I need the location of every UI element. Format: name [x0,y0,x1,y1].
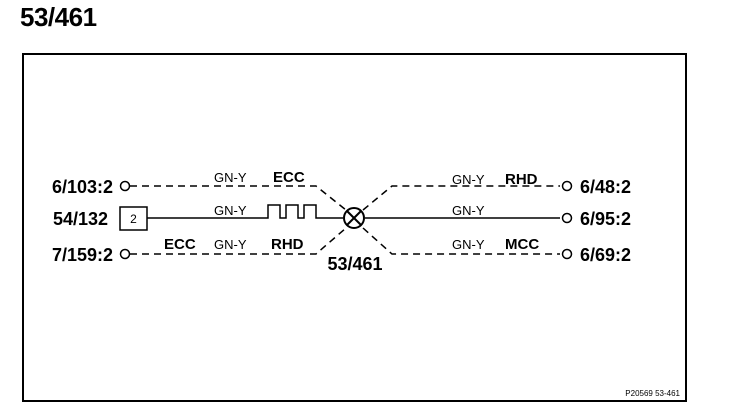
code-right-bottom: MCC [505,236,539,253]
figure-reference: P20569 53-461 [625,389,680,398]
terminal-right-bottom-icon[interactable] [561,248,573,260]
connector-box[interactable] [119,206,148,231]
splice-icon[interactable] [343,207,365,229]
diagram-frame [22,53,687,402]
wire-color-right-top: GN-Y [452,172,485,187]
splice-label: 53/461 [327,254,382,274]
wire-right-bottom[interactable] [362,227,560,255]
terminal-left-bottom: 7/159:2 [52,245,113,265]
code-right-top: RHD [505,171,538,188]
terminal-left-top: 6/103:2 [52,177,113,197]
terminal-right-bottom: 6/69:2 [580,245,631,265]
terminal-left-middle: 54/132 [53,209,108,229]
connector-box-label: 2 [130,212,137,226]
wire-color-left-top: GN-Y [214,170,247,185]
terminal-right-middle: 6/95:2 [580,209,631,229]
terminal-left-top-icon[interactable] [119,180,131,192]
wire-left-top[interactable] [130,185,347,211]
terminal-left-bottom-icon[interactable] [119,248,131,260]
wire-right-top[interactable] [362,185,560,211]
terminal-right-middle-icon[interactable] [561,212,573,224]
wire-color-right-middle: GN-Y [452,203,485,218]
wire-left-middle[interactable] [147,204,343,219]
wire-color-left-middle: GN-Y [214,203,247,218]
wire-color-right-bottom: GN-Y [452,237,485,252]
terminal-right-top-icon[interactable] [561,180,573,192]
page-title: 53/461 [20,2,97,32]
wire-left-bottom[interactable] [130,227,347,255]
code-left-top: ECC [273,169,305,186]
wire-color-left-bottom: GN-Y [214,237,247,252]
terminal-right-top: 6/48:2 [580,177,631,197]
code-left-bottom-1: ECC [164,236,196,253]
code-left-bottom-2: RHD [271,236,304,253]
